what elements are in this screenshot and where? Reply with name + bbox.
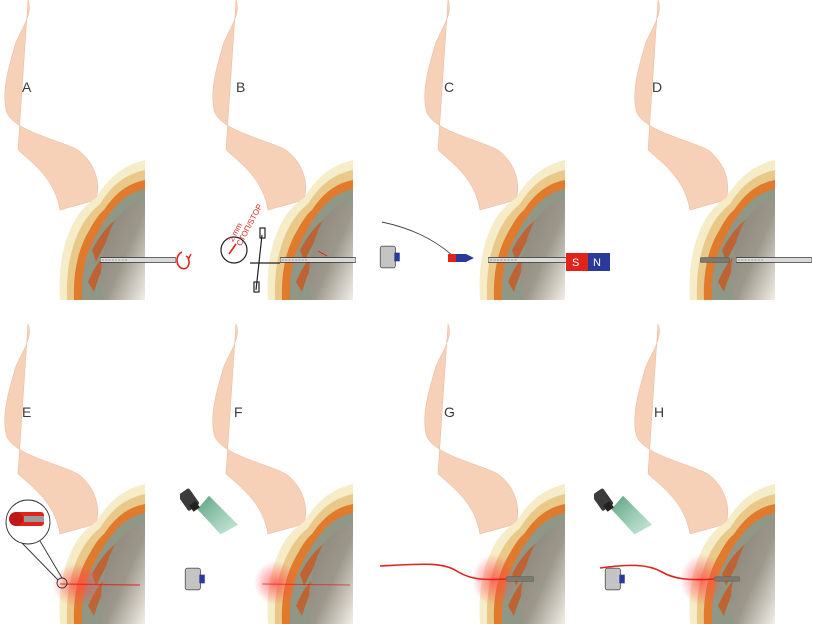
drill-bit (488, 258, 568, 263)
panel-h: H (592, 324, 775, 624)
red-glow (254, 561, 298, 605)
camera-icon (605, 568, 625, 590)
magnetic-probe-icon (448, 254, 474, 262)
panel-label-g: G (444, 404, 455, 420)
lamp-icon (592, 488, 652, 535)
stop-indicator-icon (229, 244, 236, 254)
panel-b: B 2 mm СТОП/STOP (213, 0, 356, 300)
panel-label-e: E (22, 404, 31, 420)
camera-icon (380, 246, 400, 268)
implant-pin (714, 577, 740, 581)
drill-bit (280, 258, 356, 263)
panel-d: D (635, 0, 812, 300)
panel-label-c: C (444, 79, 454, 95)
lamp-icon (178, 488, 238, 535)
panel-a: A (5, 0, 191, 300)
panel-c: C S N (380, 0, 610, 300)
panel-label-h: H (654, 404, 664, 420)
magnet-icon: S N (566, 253, 610, 271)
rotation-arrow-icon (177, 252, 189, 269)
panel-label-a: A (22, 79, 32, 95)
drill-bit (100, 258, 176, 263)
panel-g: G (380, 324, 565, 624)
magnet-south-label: S (572, 257, 579, 269)
panel-f: F (178, 324, 353, 624)
magnet-north-label: N (593, 257, 601, 269)
panel-label-b: B (236, 79, 245, 95)
implant-pin (700, 258, 730, 263)
laser-fiber-icon (9, 512, 44, 526)
panel-label-d: D (652, 79, 662, 95)
panel-e: E (5, 324, 145, 624)
panel-label-f: F (234, 404, 243, 420)
drill-bit (736, 258, 812, 263)
camera-icon (185, 568, 205, 590)
implant-pin (506, 577, 534, 582)
